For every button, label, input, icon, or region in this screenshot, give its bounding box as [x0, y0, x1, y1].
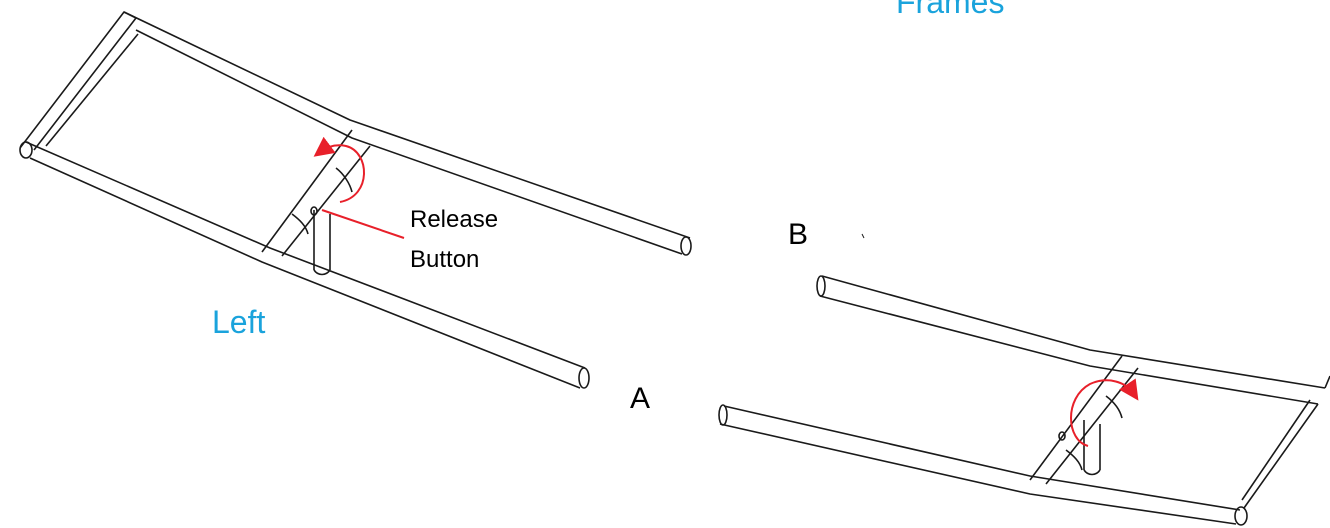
point-b-label: B: [788, 218, 809, 251]
right-frame-bottom-tube-outer: [723, 405, 1241, 511]
right-frame-post-base: [1083, 469, 1101, 476]
right-frame-knob: [1058, 431, 1066, 441]
right-frame-top-tube-inner: [819, 295, 1319, 405]
right-frame: [718, 275, 1330, 526]
release-button-knob: [310, 206, 318, 216]
right-frame-side-rail: [1243, 375, 1330, 509]
right-frame-sleeve-1: [1065, 449, 1083, 471]
left-frame-sleeve-2: [335, 167, 353, 193]
left-frame-sleeve-1: [291, 213, 309, 235]
left-label: Left: [212, 304, 266, 340]
left-frame-cross-a: [261, 129, 353, 253]
right-frame-top-tube-outer: [821, 275, 1326, 389]
stray-mark: [861, 233, 865, 239]
release-button-leader-line: [321, 209, 405, 239]
left-frame-top-tube-inner: [135, 29, 683, 255]
right-frame-inner-side: [1241, 399, 1311, 501]
release-label-line2: Button: [410, 246, 480, 273]
left-frame-bottom-tube-outer: [25, 141, 586, 369]
right-frame-cross-a: [1029, 355, 1123, 481]
right-frame-bottom-cap: [718, 404, 728, 426]
frames-title: Frames: [896, 0, 1005, 20]
left-rotate-arrow: [313, 136, 365, 203]
right-frame-end-cap: [1234, 506, 1248, 526]
left-frame-cross-b: [281, 145, 371, 257]
right-rotate-arrow: [1070, 378, 1139, 447]
point-a-label: A: [630, 382, 651, 415]
left-frame-post: [313, 210, 331, 270]
left-frame-inner-side: [45, 33, 139, 147]
right-frame-bottom-tube-inner: [719, 423, 1237, 525]
left-frame-top-cap: [680, 236, 692, 256]
left-frame-upper-rail: [19, 11, 137, 151]
left-frame: [19, 11, 692, 389]
right-frame-top-cap: [816, 275, 826, 297]
left-frame-bottom-cap: [578, 367, 590, 389]
right-frame-sleeve-2: [1105, 395, 1123, 419]
left-frame-top-tube-outer: [123, 11, 691, 239]
left-frame-post-base: [313, 269, 331, 276]
left-frame-bottom-tube-inner: [29, 157, 581, 389]
release-label-line1: Release: [410, 206, 499, 233]
